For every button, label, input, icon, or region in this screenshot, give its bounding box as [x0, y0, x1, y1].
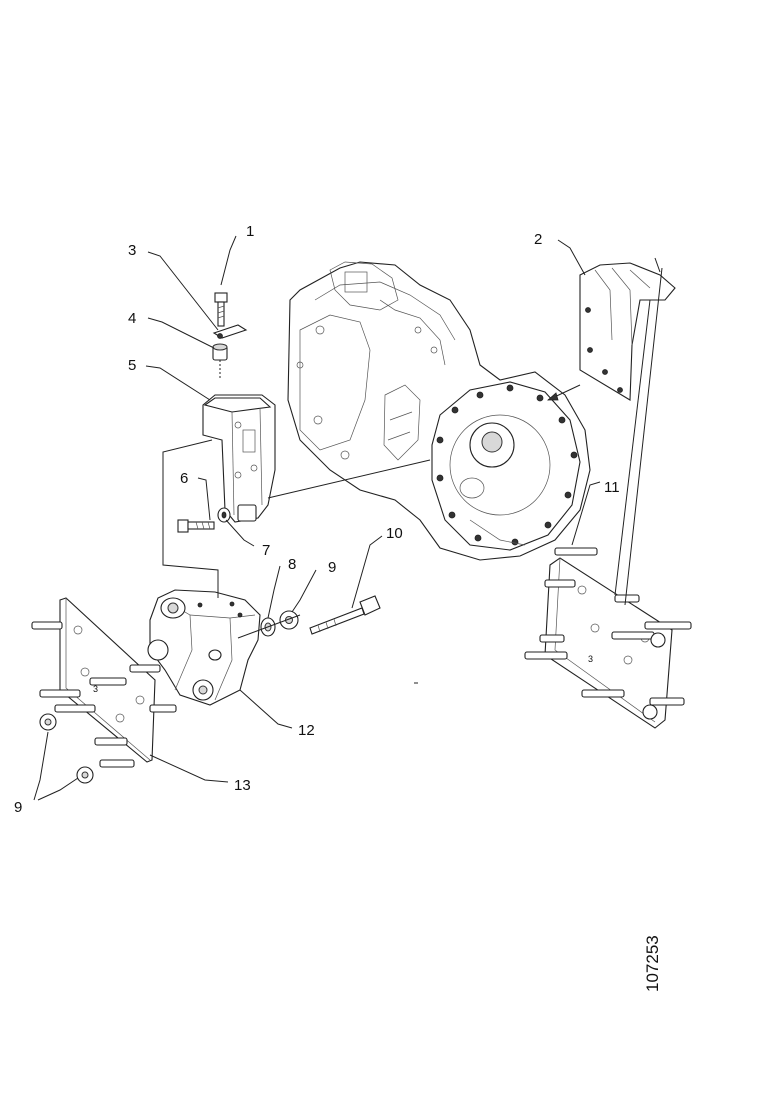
part-10-bolt — [309, 595, 381, 635]
callout-3: 3 — [128, 242, 136, 259]
part-6-bolt — [177, 519, 215, 533]
part-7-washer — [217, 507, 231, 523]
part-11-plate — [524, 547, 692, 729]
part-5-bracket — [202, 394, 276, 523]
callout-labels: 1 2 3 4 5 6 7 8 9 9 10 11 12 13 3 3 — [14, 223, 620, 816]
callout-10: 10 — [386, 525, 403, 542]
transmission-housing — [287, 261, 591, 561]
callout-9-left: 9 — [14, 799, 22, 816]
part-1-bolt — [214, 292, 228, 327]
assembly-lines — [33, 235, 663, 801]
plate-mark-left: 3 — [93, 684, 98, 694]
figure-reference-number: 107253 — [643, 935, 662, 992]
callout-5: 5 — [128, 357, 136, 374]
callout-13: 13 — [234, 777, 251, 794]
callout-2: 2 — [534, 231, 542, 248]
part-12-mount — [147, 589, 261, 706]
part-3-spacer — [212, 324, 248, 339]
callout-8: 8 — [288, 556, 296, 573]
callout-1: 1 — [246, 223, 254, 240]
part-9-nut-left — [39, 713, 94, 784]
callout-7: 7 — [262, 542, 270, 559]
callout-4: 4 — [128, 310, 136, 327]
callout-9-mid: 9 — [328, 559, 336, 576]
callout-12: 12 — [298, 722, 315, 739]
callout-6: 6 — [180, 470, 188, 487]
plate-mark-right: 3 — [588, 654, 593, 664]
part-9-nut-mid — [279, 610, 299, 630]
part-13-plate — [31, 597, 177, 768]
callout-11: 11 — [604, 479, 620, 496]
part-4-bushing — [212, 343, 228, 378]
part-2-bracket — [579, 257, 676, 401]
